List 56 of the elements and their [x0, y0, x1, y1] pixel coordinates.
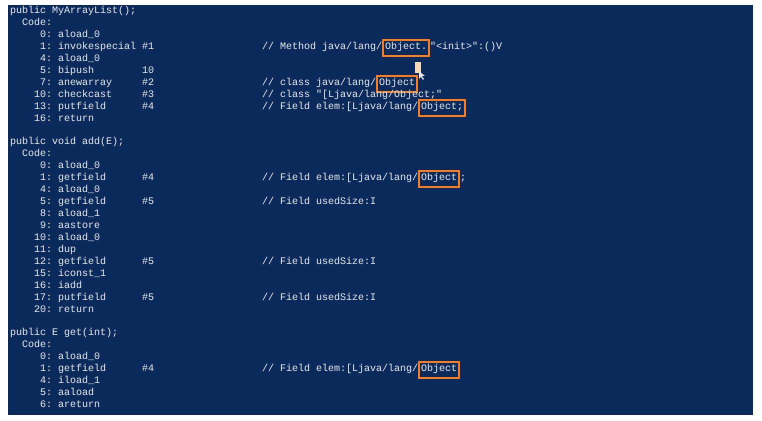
highlight-box: Object: [418, 361, 460, 379]
instruction-operand: #1: [142, 41, 154, 55]
highlight-box: Object: [418, 170, 460, 188]
bytecode-instruction: 8: aload_1: [40, 208, 100, 221]
instruction-operand: #5: [142, 196, 154, 210]
code-comment: // Method java/lang/: [262, 41, 382, 55]
bytecode-instruction: 16: iadd: [34, 280, 82, 292]
bytecode-instruction: 5: aaload: [40, 387, 94, 400]
bytecode-instruction: 17: putfield: [34, 292, 106, 305]
code-comment: // Field elem:[Ljava/lang/: [262, 363, 418, 377]
bytecode-instruction: 4: iload_1: [40, 375, 100, 388]
highlight-box: Object.: [382, 39, 430, 57]
bytecode-instruction: 15: iconst_1: [34, 268, 106, 280]
code-comment: "<init>":()V: [430, 41, 502, 55]
code-comment: ;: [460, 172, 466, 186]
instruction-operand: #3: [142, 89, 154, 102]
bytecode-instruction: 16: return: [34, 113, 94, 127]
code-comment: // Field elem:[Ljava/lang/: [262, 101, 418, 115]
code-comment: // Field usedSize:I: [262, 256, 376, 270]
instruction-operand: #4: [142, 172, 154, 186]
bytecode-instruction: 10: aload_0: [34, 232, 100, 244]
bytecode-instruction: 7: anewarray: [40, 77, 112, 90]
bytecode-instruction: 1: invokespecial: [40, 41, 136, 54]
instruction-operand: 10: [142, 65, 154, 78]
code-comment: // Field usedSize:I: [262, 196, 376, 210]
code-heading: Code:: [22, 17, 52, 30]
bytecode-instruction: 5: bipush: [40, 65, 94, 78]
instruction-operand: #2: [142, 77, 154, 90]
bytecode-instruction: 6: areturn: [40, 399, 100, 413]
method-signature: public MyArrayList();: [10, 5, 136, 18]
bytecode-instruction: 0: aload_0: [40, 29, 100, 42]
code-comment: // Field elem:[Ljava/lang/: [262, 172, 418, 186]
instruction-operand: #4: [142, 363, 154, 377]
method-signature: public E get(int);: [10, 327, 118, 340]
bytecode-instruction: 12: getfield: [34, 256, 106, 268]
bytecode-instruction: 0: aload_0: [40, 351, 100, 364]
bytecode-instruction: 1: getfield: [40, 172, 106, 184]
method-signature: public void add(E);: [10, 136, 124, 148]
bytecode-instruction: 11: dup: [34, 244, 76, 256]
bytecode-instruction: 4: aload_0: [40, 184, 100, 196]
bytecode-instruction: 10: checkcast: [34, 89, 112, 102]
instruction-operand: #4: [142, 101, 154, 115]
bytecode-instruction: 9: aastore: [40, 220, 100, 232]
bytecode-instruction: 5: getfield: [40, 196, 106, 208]
code-heading: Code:: [22, 148, 52, 162]
code-heading: Code:: [22, 339, 52, 352]
bytecode-instruction: 1: getfield: [40, 363, 106, 376]
code-comment: // class java/lang/: [262, 77, 376, 90]
bytecode-instruction: 0: aload_0: [40, 160, 100, 172]
highlight-box: Object;: [418, 99, 466, 117]
bytecode-instruction: 4: aload_0: [40, 53, 100, 66]
instruction-operand: #5: [142, 292, 154, 306]
code-comment: // Field usedSize:I: [262, 292, 376, 306]
bytecode-instruction: 20: return: [34, 304, 94, 318]
bytecode-instruction: 13: putfield: [34, 101, 106, 114]
instruction-operand: #5: [142, 256, 154, 270]
